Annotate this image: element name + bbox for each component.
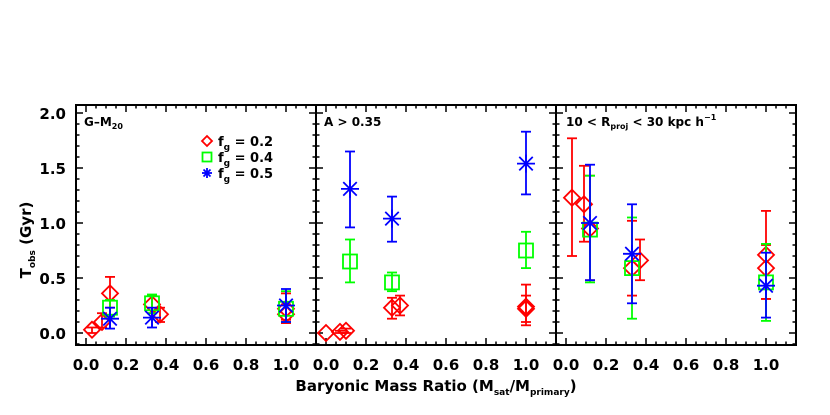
legend-entry-fg-0.2: fg = 0.2	[200, 134, 273, 153]
x-tick-label: 0.4	[633, 356, 660, 374]
panel-3-label: 10 < Rproj < 30 kpc h−1	[566, 113, 717, 131]
x-tick-label: 0.8	[713, 356, 740, 374]
panel-1-axes: 0.0 0.2 0.4 0.6 0.8 1.0	[73, 104, 317, 374]
diamond-marker-icon	[562, 188, 582, 207]
legend: fg = 0.2 fg = 0.4 fg = 0.5	[200, 134, 273, 185]
data-point	[101, 306, 119, 330]
data-point	[316, 323, 336, 343]
asterisk-stroke	[102, 311, 118, 327]
asterisk-marker-icon	[623, 244, 641, 263]
x-tick-label: 1.0	[273, 356, 300, 374]
legend-asterisk-icon	[202, 168, 212, 178]
asterisk-stroke	[582, 215, 598, 231]
x-axis-title: Baryonic Mass Ratio (Msat/Mprimary)	[295, 377, 576, 398]
square-marker-icon	[518, 242, 534, 259]
x-tick-label: 0.6	[673, 356, 700, 374]
x-tick-label: 0.6	[193, 356, 220, 374]
data-point	[518, 230, 534, 270]
x-tick-label: 0.2	[593, 356, 620, 374]
data-point	[336, 321, 356, 341]
panel-2-axes: 0.0 0.2 0.4 0.6 0.8 1.0	[313, 104, 557, 374]
panel-1-label: G–M20	[84, 115, 123, 131]
x-tick-label: 0.6	[433, 356, 460, 374]
data-point	[390, 294, 410, 317]
diamond-marker-icon	[382, 298, 402, 317]
svg-text:fg = 0.2: fg = 0.2	[218, 135, 273, 153]
y-tick-label: 0.5	[39, 270, 66, 288]
data-point	[517, 130, 535, 196]
x-tick-label: 0.4	[393, 356, 420, 374]
panel-3-data	[562, 137, 776, 322]
data-point	[341, 150, 359, 229]
legend-entry-fg-0.4: fg = 0.4	[201, 151, 273, 169]
asterisk-marker-icon	[581, 214, 599, 232]
x-tick-label: 0.0	[553, 356, 580, 374]
y-tick-label: 1.5	[39, 160, 66, 178]
y-tick-label: 0.0	[39, 325, 66, 343]
square-marker-icon	[342, 253, 358, 270]
svg-text:fg = 0.5: fg = 0.5	[218, 167, 273, 185]
x-tick-label: 0.2	[353, 356, 380, 374]
asterisk-stroke	[342, 181, 358, 197]
x-tick-label: 0.0	[73, 356, 100, 374]
data-point	[757, 251, 775, 319]
data-layer	[82, 130, 776, 343]
square-marker-icon	[384, 274, 400, 291]
x-tick-label: 0.4	[153, 356, 180, 374]
data-point	[562, 137, 582, 257]
x-tick-label: 1.0	[513, 356, 540, 374]
y-tick-label: 1.0	[39, 215, 66, 233]
asterisk-marker-icon	[143, 308, 161, 327]
data-point	[342, 238, 358, 284]
panel-3-axes: 0.0 0.2 0.4 0.6 0.8 1.0	[553, 104, 797, 374]
diamond-marker-icon	[516, 297, 536, 316]
data-point	[382, 296, 402, 320]
asterisk-stroke	[758, 278, 774, 294]
asterisk-stroke	[518, 156, 534, 171]
diamond-marker-icon	[150, 305, 170, 324]
data-point	[516, 283, 536, 327]
asterisk-marker-icon	[341, 179, 359, 198]
data-point	[143, 306, 161, 329]
x-tick-label: 1.0	[753, 356, 780, 374]
diamond-marker-icon	[316, 323, 336, 343]
x-tick-label: 0.0	[313, 356, 340, 374]
data-point	[384, 271, 400, 293]
asterisk-marker-icon	[757, 276, 775, 295]
data-point	[383, 195, 401, 243]
y-axis-title: Tobs (Gyr)	[17, 202, 38, 279]
legend-entry-fg-0.5: fg = 0.5	[202, 167, 273, 185]
asterisk-marker-icon	[101, 309, 119, 328]
asterisk-marker-icon	[517, 154, 535, 173]
x-tick-label: 0.2	[113, 356, 140, 374]
diamond-marker-icon	[336, 321, 356, 341]
data-point	[581, 163, 599, 282]
asterisk-stroke	[624, 246, 640, 262]
data-point	[82, 320, 102, 339]
diamond-marker-icon	[390, 296, 410, 315]
x-tick-label: 0.8	[233, 356, 260, 374]
asterisk-stroke	[384, 211, 400, 226]
legend-square-icon	[201, 151, 213, 163]
asterisk-stroke	[144, 310, 160, 325]
panel-2-label: A > 0.35	[324, 115, 381, 129]
data-point	[623, 203, 641, 305]
data-point	[277, 288, 295, 323]
y-tick-label: 2.0	[39, 105, 66, 123]
legend-diamond-icon	[200, 134, 214, 148]
x-tick-label: 0.8	[473, 356, 500, 374]
panel-2-data	[316, 130, 536, 343]
text-layer: Tobs (Gyr) Baryonic Mass Ratio (Msat/Mpr…	[17, 113, 717, 398]
panel-frame	[75, 104, 317, 346]
svg-text:fg = 0.4: fg = 0.4	[218, 151, 273, 169]
asterisk-stroke	[278, 298, 294, 313]
asterisk-marker-icon	[383, 209, 401, 228]
asterisk-marker-icon	[277, 296, 295, 315]
panel-1-data	[82, 275, 296, 339]
